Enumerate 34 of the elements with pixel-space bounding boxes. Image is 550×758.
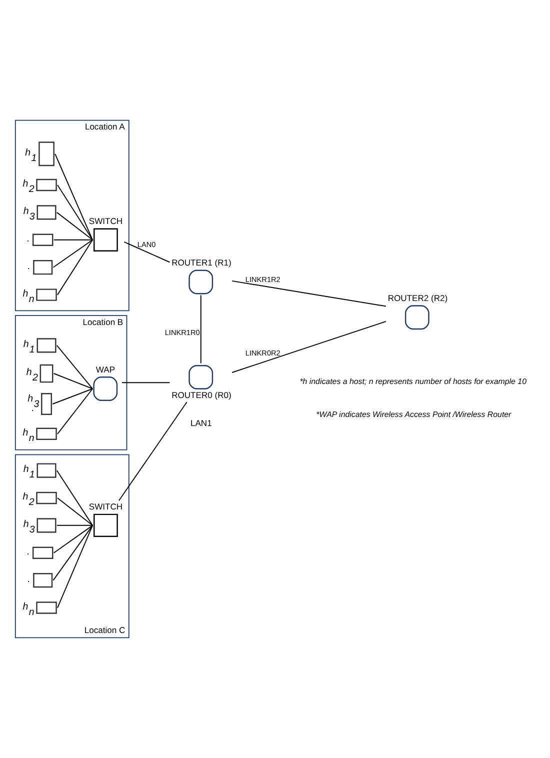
connector (53, 239, 94, 240)
node-label: . (28, 261, 30, 272)
node-label: ROUTER1 (R1) (172, 258, 232, 268)
connector (57, 184, 94, 240)
connector (124, 241, 170, 263)
node-label: SWITCH (88, 502, 123, 512)
node-label: ROUTER0 (R0) (172, 390, 232, 400)
connector (200, 294, 202, 364)
connector (122, 382, 170, 384)
node-label: . (27, 546, 30, 558)
connector (118, 402, 188, 502)
node-label: WAP (96, 364, 116, 374)
connector (56, 344, 94, 390)
connector (52, 524, 94, 581)
connector (56, 524, 94, 526)
connector (54, 153, 94, 240)
node-label: ROUTER2 (R2) (388, 293, 448, 304)
node-label: SWITCH (88, 216, 123, 226)
connector (57, 388, 94, 434)
node-label: . (28, 574, 30, 586)
connector (232, 280, 386, 307)
connector (57, 239, 94, 296)
connector (56, 212, 94, 240)
connector (53, 373, 94, 390)
connector (52, 239, 94, 268)
node-label: . (32, 403, 34, 414)
connector (56, 470, 94, 526)
connector (52, 388, 94, 404)
connector (57, 524, 94, 608)
node-label: . (27, 234, 30, 245)
connector (53, 524, 94, 554)
label: LAN1 (190, 418, 212, 428)
connector (232, 320, 386, 373)
connector (57, 497, 94, 526)
